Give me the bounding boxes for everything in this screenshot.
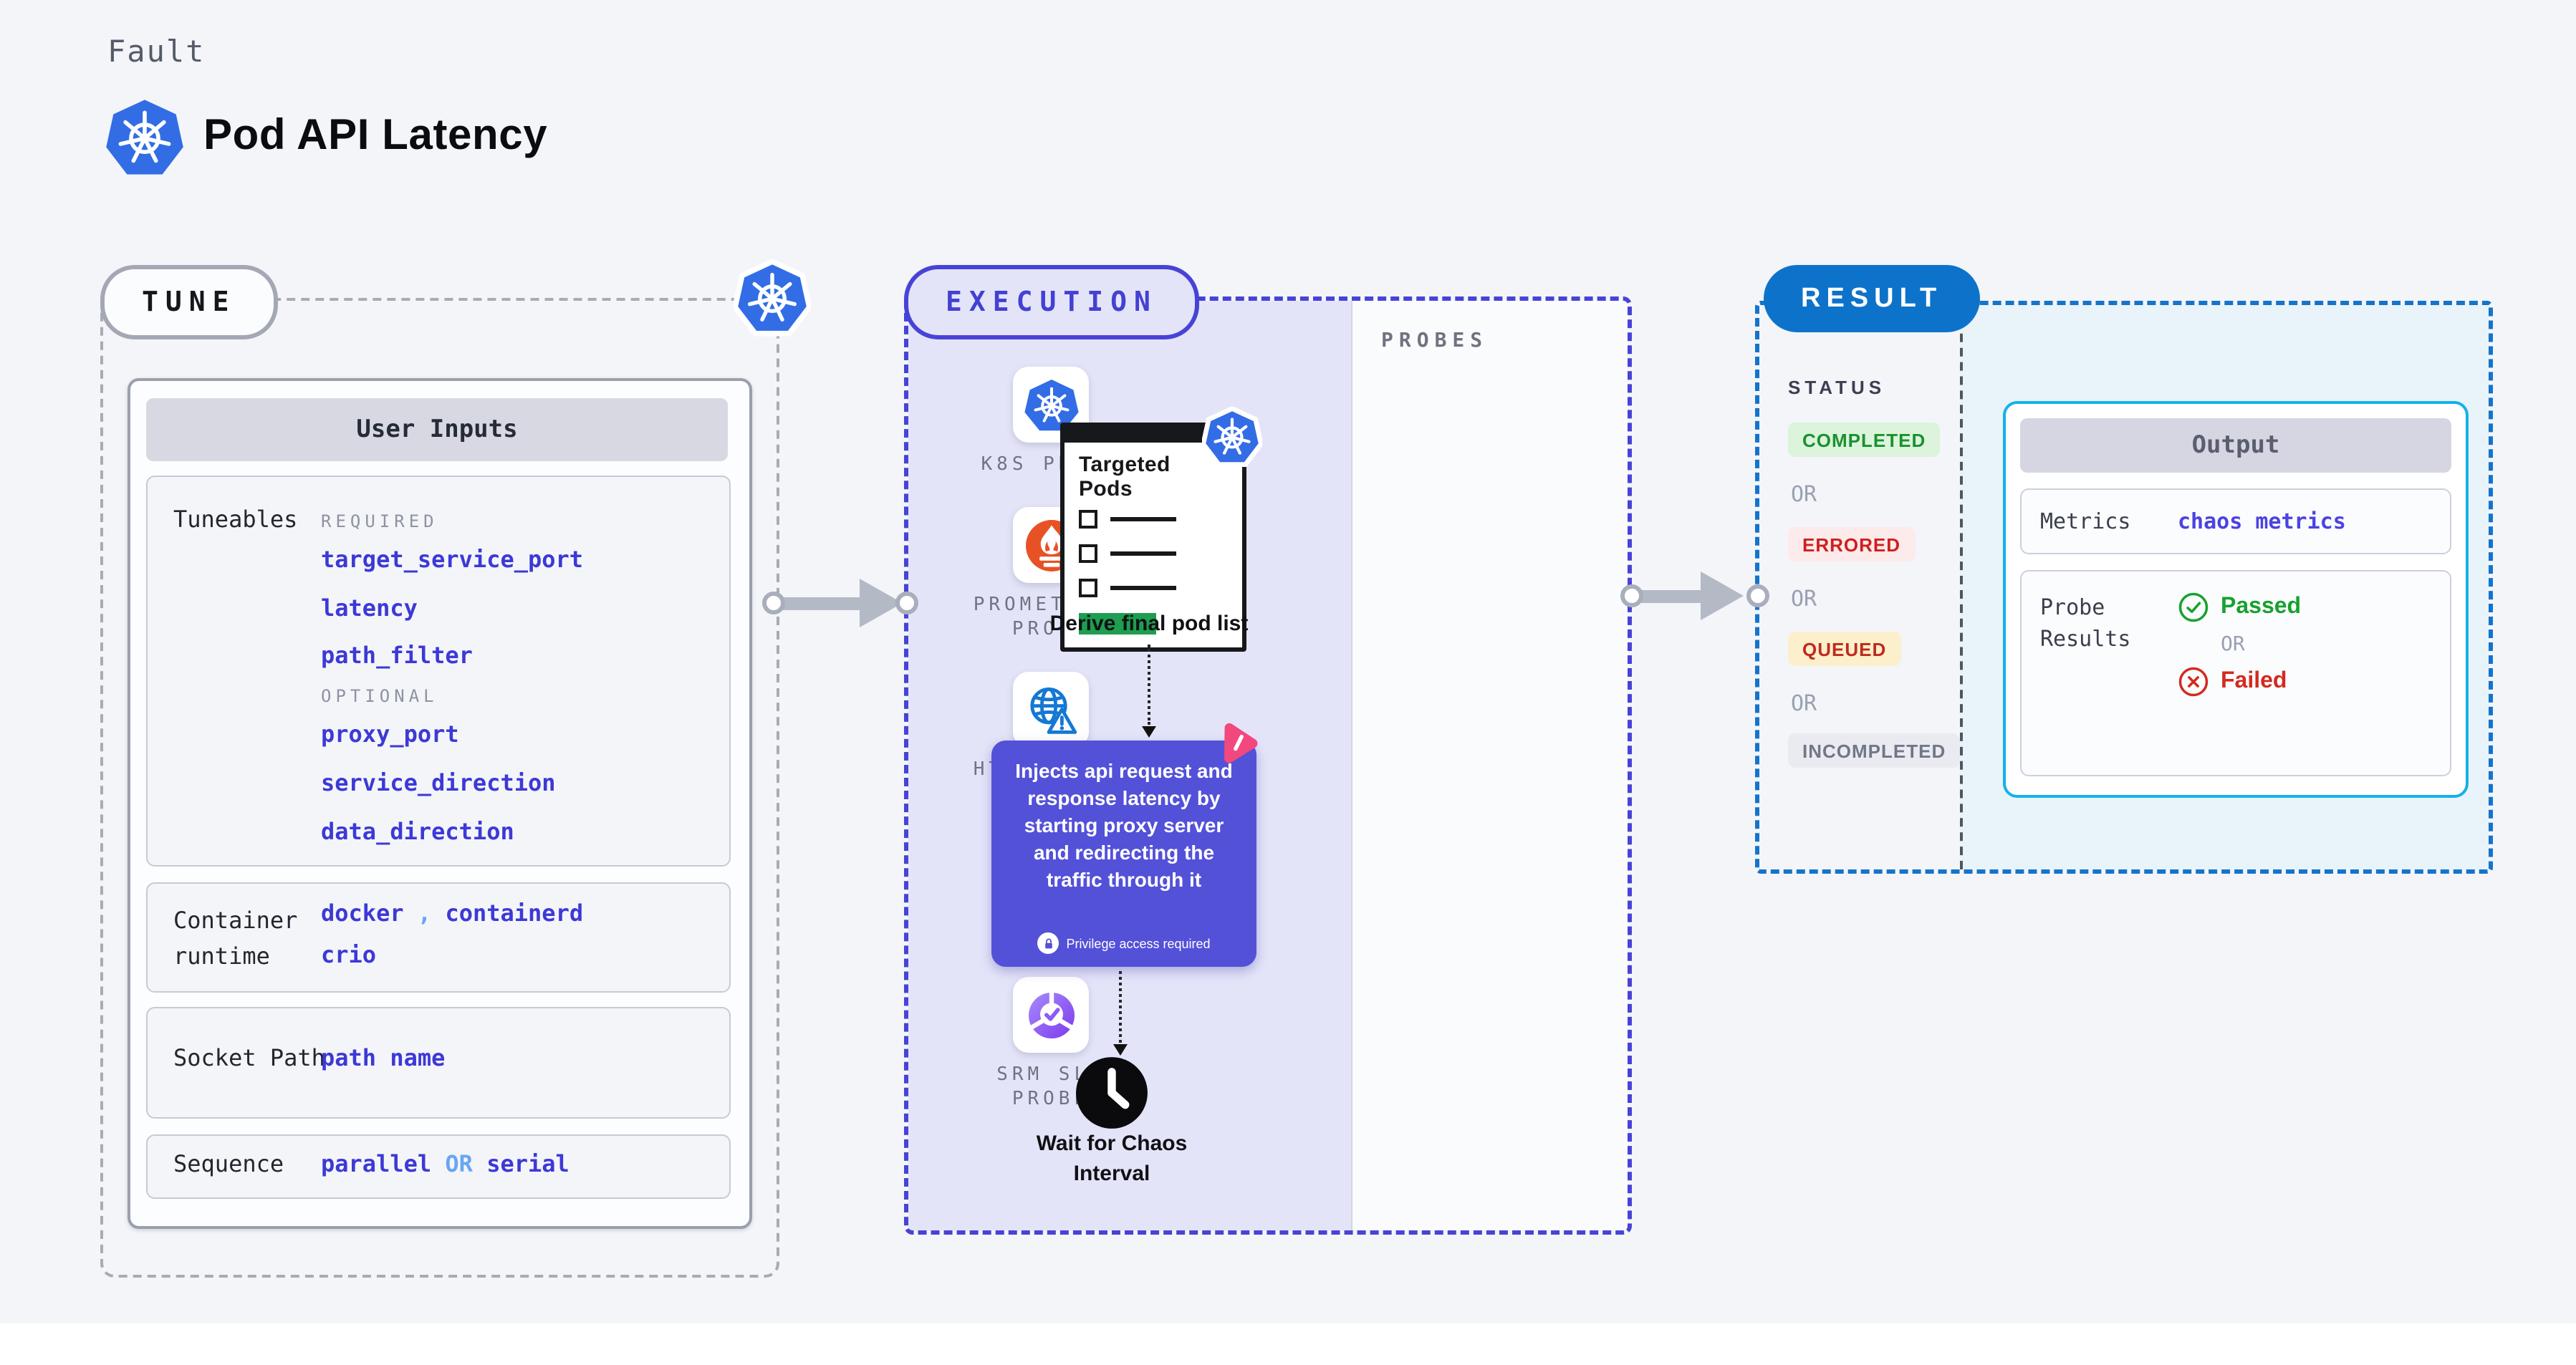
- globe-warning-icon: [1013, 672, 1089, 748]
- kubernetes-icon: [732, 259, 812, 337]
- sequence-value: parallel OR serial: [321, 1150, 569, 1177]
- status-output-divider: [1960, 305, 1963, 869]
- arrow-shaft: [1640, 590, 1703, 603]
- pod-list-row: [1079, 510, 1176, 529]
- or-label: OR: [2221, 633, 2245, 656]
- or-label: OR: [1791, 690, 1817, 716]
- status-badge-errored: ERRORED: [1788, 527, 1916, 561]
- slo-donut-check-icon: [1013, 977, 1089, 1053]
- targeted-pods-title: Targeted Pods: [1079, 453, 1171, 501]
- privilege-row: Privilege access required: [991, 932, 1256, 954]
- output-header: Output: [2020, 418, 2451, 473]
- sequence-box: Sequence parallel OR serial: [146, 1134, 731, 1199]
- probe-results-values: Passed OR Failed: [2178, 592, 2301, 775]
- kicker: Fault: [107, 34, 206, 69]
- optional-label: OPTIONAL: [321, 686, 438, 706]
- result-section-box: STATUS COMPLETED OR ERRORED OR QUEUED OR…: [1755, 301, 2493, 874]
- or-label: OR: [1791, 586, 1817, 612]
- dotted-arrow-head: [1113, 1044, 1128, 1056]
- dotted-connector: [1148, 645, 1150, 725]
- probes-label: PROBES: [1381, 329, 1489, 352]
- inject-description-box: Injects api request and response latency…: [991, 723, 1258, 967]
- tuneable-optional: data_direction: [321, 818, 514, 845]
- kubernetes-icon: [1201, 405, 1264, 467]
- arrow-shaft: [782, 597, 862, 610]
- user-inputs-card: User Inputs Tuneables REQUIRED target_se…: [128, 378, 752, 1229]
- socket-path-label: Socket Path: [173, 1044, 325, 1071]
- derive-pod-list-label: Derive final pod list: [1049, 612, 1249, 636]
- targeted-pods-topbar: [1064, 427, 1242, 443]
- check-circle-icon: [2178, 592, 2209, 622]
- or-label: OR: [1791, 481, 1817, 507]
- wait-chaos-interval-label: Wait for Chaos Interval: [1036, 1132, 1188, 1186]
- user-inputs-header: User Inputs: [146, 398, 728, 461]
- probes-area: PROBES: [1351, 301, 1628, 1230]
- tuneable-required: path_filter: [321, 642, 473, 669]
- checkbox-icon: [1079, 579, 1097, 597]
- execution-section-box: PROBES K8S PROBE: [904, 296, 1632, 1235]
- dotted-connector: [1119, 971, 1122, 1043]
- container-runtime-box: Container runtime docker , containerd cr…: [146, 882, 731, 993]
- tuneables-label: Tuneables: [173, 506, 298, 533]
- execution-pill: EXECUTION: [904, 265, 1199, 339]
- metrics-label: Metrics: [2040, 508, 2131, 534]
- status-badge-queued: QUEUED: [1788, 632, 1901, 666]
- output-panel: Output Metrics chaos metrics Probe Resul…: [2003, 401, 2469, 798]
- result-pill: RESULT: [1764, 265, 1980, 332]
- x-circle-icon: [2178, 667, 2209, 697]
- metrics-value: chaos metrics: [2178, 508, 2346, 534]
- passed-label: Passed: [2221, 594, 2302, 619]
- list-line: [1110, 586, 1176, 590]
- pod-list-row: [1079, 544, 1176, 563]
- tune-section-box: [100, 298, 779, 1278]
- list-line: [1110, 551, 1176, 556]
- connector-node: [895, 592, 918, 614]
- arrow-head: [1701, 571, 1744, 620]
- connector-node: [1746, 584, 1769, 607]
- tuneable-optional: proxy_port: [321, 720, 459, 748]
- harness-chaos-icon: [1213, 720, 1262, 769]
- targeted-pods-card: Targeted Pods: [1060, 405, 1264, 652]
- passed-line: Passed: [2178, 592, 2301, 623]
- lock-icon: [1037, 932, 1059, 954]
- list-line: [1110, 517, 1176, 521]
- inject-description-text: Injects api request and response latency…: [1015, 759, 1233, 891]
- dotted-arrow-head: [1142, 726, 1156, 738]
- connector-node: [1620, 584, 1643, 607]
- status-badge-completed: COMPLETED: [1788, 423, 1941, 457]
- bottom-strip: [0, 1323, 2576, 1365]
- progress-bar: [1079, 613, 1156, 635]
- sequence-label: Sequence: [173, 1150, 284, 1177]
- container-runtime-value: crio: [321, 941, 377, 968]
- tuneable-required: target_service_port: [321, 546, 584, 573]
- container-runtime-values: docker , containerd: [321, 899, 584, 927]
- tuneable-required: latency: [321, 594, 418, 622]
- status-label: STATUS: [1788, 377, 1886, 398]
- kubernetes-icon: [105, 97, 185, 178]
- tuneables-box: Tuneables REQUIRED target_service_port l…: [146, 476, 731, 867]
- container-runtime-label: Container runtime: [173, 907, 298, 970]
- clock-icon: [1075, 1056, 1149, 1130]
- tuneable-optional: service_direction: [321, 769, 556, 796]
- failed-line: Failed: [2178, 666, 2301, 698]
- required-label: REQUIRED: [321, 511, 438, 531]
- metrics-row: Metrics chaos metrics: [2020, 488, 2451, 554]
- socket-path-box: Socket Path path name: [146, 1007, 731, 1119]
- failed-label: Failed: [2221, 669, 2287, 693]
- page-title: Pod API Latency: [203, 112, 548, 159]
- connector-node: [762, 592, 785, 614]
- tune-pill: TUNE: [100, 265, 278, 339]
- checkbox-icon: [1079, 544, 1097, 563]
- socket-path-value: path name: [321, 1044, 446, 1071]
- probe-results-row: Probe Results Passed OR: [2020, 570, 2451, 776]
- checkbox-icon: [1079, 510, 1097, 529]
- privilege-label: Privilege access required: [1066, 936, 1211, 950]
- pod-list-row: [1079, 579, 1176, 597]
- probe-results-label: Probe Results: [2040, 594, 2131, 652]
- status-badge-incompleted: INCOMPLETED: [1788, 733, 1961, 768]
